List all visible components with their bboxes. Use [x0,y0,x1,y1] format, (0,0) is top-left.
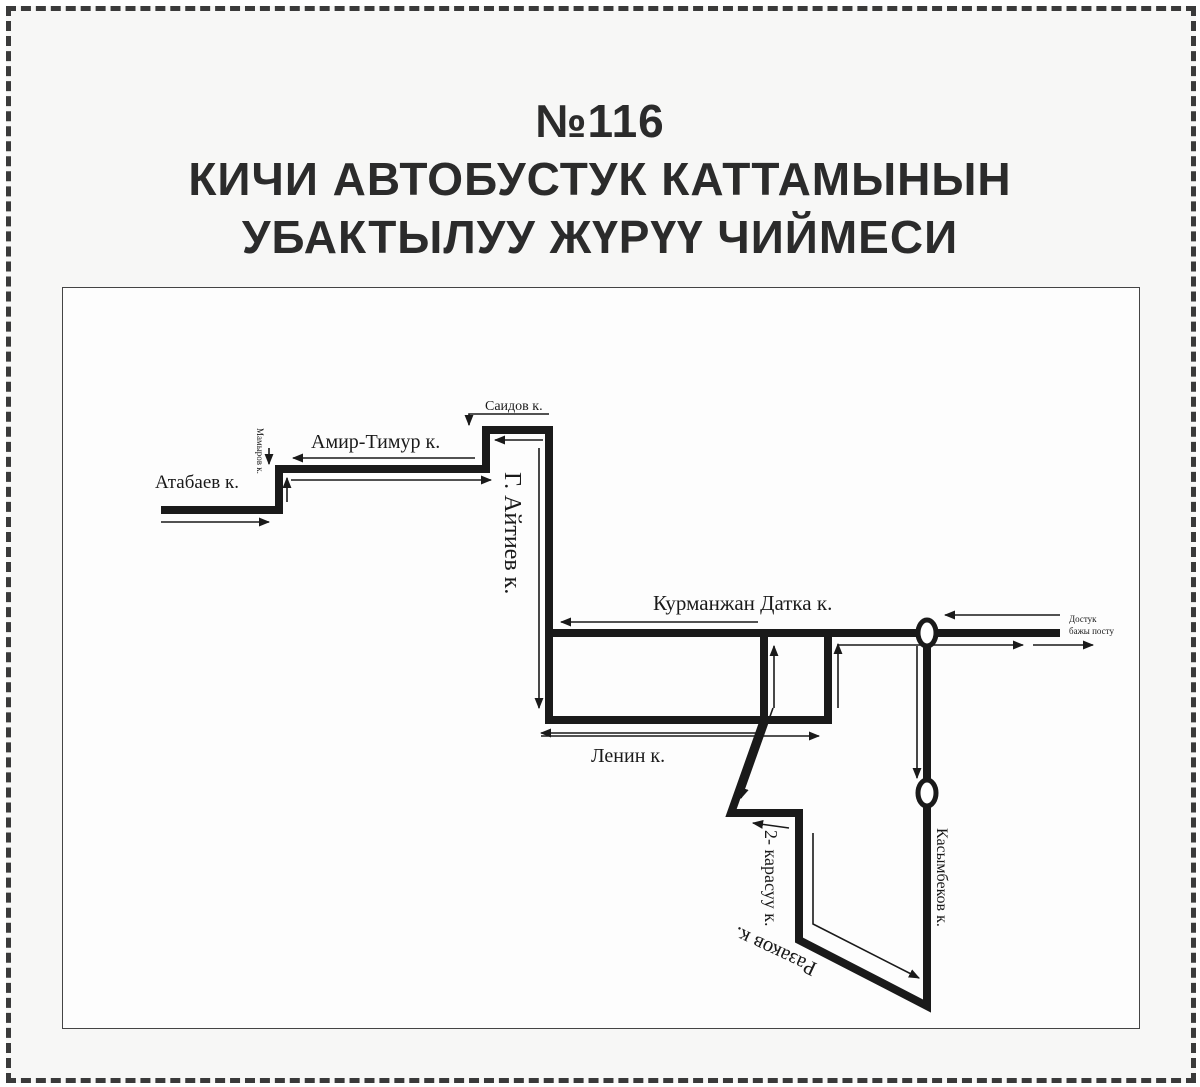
stop-marker-north [915,617,939,649]
route-map-canvas: Атабаев к. Мамыров к. Амир-Тимур к. Саид… [155,399,1114,1013]
label-kasymbekov: Касымбеков к. [933,828,950,927]
label-aitiev: Г. Айтиев к. [499,472,525,594]
arrow-karasu-up [751,819,790,829]
label-dostuk-2: бажы посту [1069,626,1114,636]
arrow-razakov [812,833,920,979]
direction-arrows [161,413,1095,979]
label-mamyrov: Мамыров к. [255,428,265,474]
label-karasu: 2- карасуу к. [761,830,781,926]
route-west-section [161,426,832,724]
label-dostuk: Достук [1069,614,1097,624]
label-atabaev: Атабаев к. [155,472,239,493]
route-map: Атабаев к. Мамыров к. Амир-Тимур к. Саид… [62,287,1140,1029]
arrow-saidov [464,413,549,427]
stop-marker-south [915,777,939,809]
label-amir-timur: Амир-Тимур к. [311,431,440,453]
title-line-2: УБАКТЫЛУУ ЖҮРҮҮ ЧИЙМЕСИ [241,211,959,263]
label-kurmanjan: Курманжан Датка к. [653,591,832,615]
route-number: №116 [535,95,665,147]
title-line-1: КИЧИ АВТОБУСТУК КАТТАМЫНЫН [188,153,1012,205]
route-line [161,426,1060,1013]
label-lenin: Ленин к. [591,745,665,767]
arrow-south-diag [740,707,774,800]
label-saidov: Саидов к. [485,399,543,414]
title-block: №116 КИЧИ АВТОБУСТУК КАТТАМЫНЫН УБАКТЫЛУ… [0,92,1200,266]
label-razakov: Разаков к. [729,922,820,981]
